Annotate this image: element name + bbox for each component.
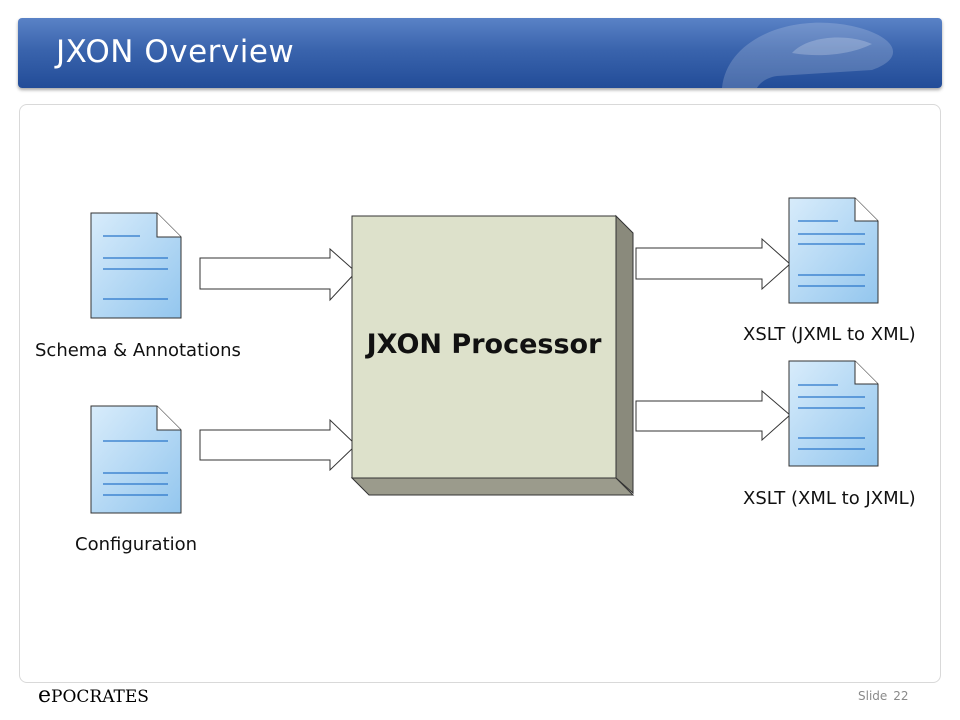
label-xslt-xml-to-jxml: XSLT (XML to JXML): [743, 488, 916, 509]
arrow-schema-to-processor: [199, 247, 357, 302]
brand-e-watermark: [722, 22, 894, 88]
label-xslt-jxml-to-xml: XSLT (JXML to XML): [743, 324, 916, 345]
slide-number: Slide 22: [858, 689, 909, 703]
document-icon-xslt-jxml-to-xml: [788, 197, 879, 304]
content-frame: [19, 104, 941, 683]
epocrates-logo: ePOCRATES: [38, 683, 149, 708]
slide-title: JXON Overview: [56, 34, 295, 70]
arrow-config-to-processor: [199, 418, 357, 472]
logo-initial: e: [38, 683, 52, 708]
document-icon-xslt-xml-to-jxml: [788, 360, 879, 467]
label-schema-annotations: Schema & Annotations: [35, 340, 241, 361]
arrow-processor-to-xslt-jxml-to-xml: [635, 237, 791, 291]
processor-label: JXON Processor: [366, 329, 602, 360]
processor-block: [350, 214, 635, 496]
label-configuration: Configuration: [75, 534, 198, 555]
document-icon-configuration: [90, 405, 182, 514]
slide-label: Slide: [858, 689, 888, 703]
slide-number-value: 22: [893, 689, 909, 703]
logo-rest: POCRATES: [51, 687, 149, 707]
arrow-processor-to-xslt-xml-to-jxml: [635, 389, 791, 442]
title-bar: JXON Overview: [18, 18, 942, 88]
document-icon-schema: [90, 212, 182, 319]
